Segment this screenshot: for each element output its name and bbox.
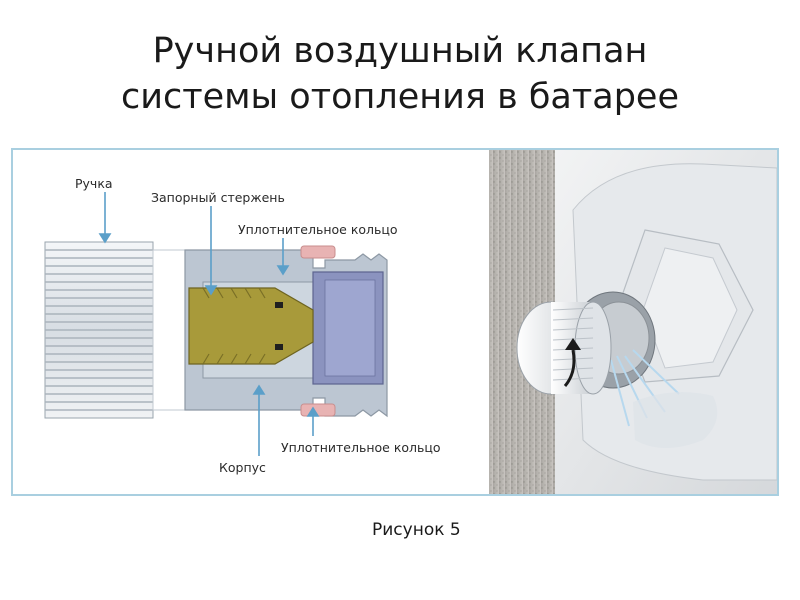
figure-caption: Рисунок 5: [372, 520, 461, 540]
figure-frame: Ручка Запорный стержень Уплотнительное к…: [11, 148, 779, 496]
radiator-illustration: [489, 150, 777, 494]
title-line-2: системы отопления в батарее: [120, 77, 680, 117]
locking-rod: [188, 287, 314, 365]
valve-cross-section: Ручка Запорный стержень Уплотнительное к…: [44, 176, 441, 475]
label-seal-ring-bottom: Уплотнительное кольцо: [281, 440, 441, 455]
title-line-1: Ручной воздушный клапан: [152, 31, 648, 71]
seal-ring-bottom: [300, 403, 336, 417]
label-handle: Ручка: [75, 176, 113, 191]
rotation-arrow-icon: [563, 349, 576, 387]
label-locking-rod: Запорный стержень: [151, 190, 285, 205]
rotation-arrowhead-icon: [565, 338, 581, 350]
label-seal-ring-top: Уплотнительное кольцо: [238, 222, 398, 237]
label-body: Корпус: [219, 460, 266, 475]
slide-title: Ручной воздушный клапан системы отоплени…: [0, 28, 800, 120]
leader-arrows: [98, 192, 320, 456]
valve-diagram: Ручка Запорный стержень Уплотнительное к…: [44, 150, 777, 494]
seal-ring-top: [300, 245, 336, 259]
handle-knurl: [44, 241, 186, 419]
